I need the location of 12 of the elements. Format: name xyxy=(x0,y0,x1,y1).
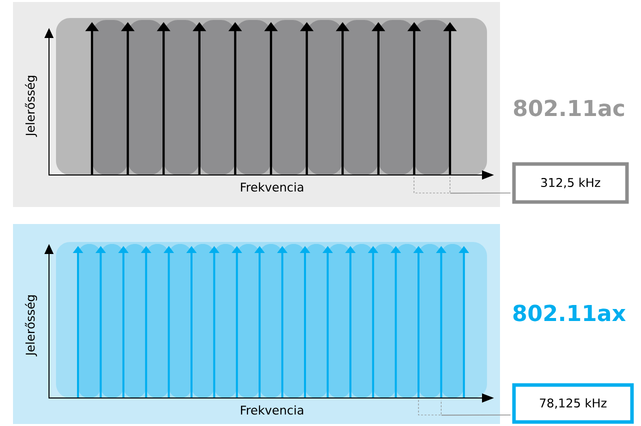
axis-label: Frekvencia xyxy=(240,182,304,192)
standard-label: 802.11ax xyxy=(513,304,626,322)
value-box: 78,125 kHz xyxy=(512,383,634,424)
leader-line xyxy=(450,192,511,194)
axis-label: Jelerősség xyxy=(24,295,38,356)
spacing-bracket xyxy=(414,176,450,194)
standard-label: 802.11ac xyxy=(514,100,624,116)
spacing-bracket xyxy=(418,400,442,416)
axis-label: Jelerősség xyxy=(24,76,38,137)
axis-label: Frekvencia xyxy=(240,405,304,415)
leader-line xyxy=(441,414,511,416)
value-box: 312,5 kHz xyxy=(512,162,629,204)
